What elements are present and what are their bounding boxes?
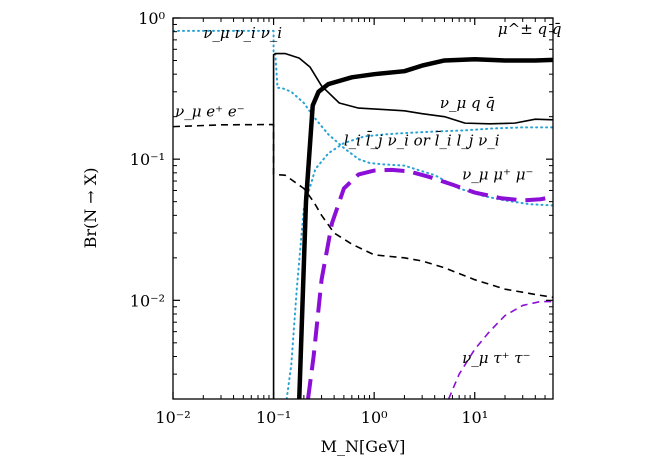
series-line-7 bbox=[447, 300, 553, 399]
series-line-1 bbox=[173, 29, 553, 207]
y-axis-title: Br(N → X) bbox=[81, 168, 100, 249]
label-lilj: l_i l̄_j ν_i or l̄_i l_j ν_i bbox=[344, 131, 500, 149]
label-numuqq: ν_μ q q̄ bbox=[440, 94, 495, 112]
series-line-5 bbox=[306, 167, 553, 399]
x-tick-label: 10⁰ bbox=[361, 408, 388, 427]
label-numunu: ν_μ ν_i ν_i bbox=[203, 24, 282, 42]
tick-layer: 10⁻² 10⁻¹ 10⁰ 10¹ 10⁻² 10⁻¹ 10⁰ bbox=[130, 9, 553, 427]
annotation-layer: ν_μ ν_i ν_i ν_μ e⁺ e⁻ μ^± q q̄ ν_μ q q̄ l_i … bbox=[175, 20, 561, 367]
y-tick-label: 10⁰ bbox=[138, 9, 165, 28]
series-layer bbox=[173, 29, 553, 399]
x-tick-label: 10⁻² bbox=[155, 408, 190, 427]
label-numuee: ν_μ e⁺ e⁻ bbox=[175, 103, 245, 121]
x-axis-title: M_N[GeV] bbox=[321, 437, 406, 456]
plot-frame bbox=[172, 17, 554, 400]
series-line-6 bbox=[297, 57, 553, 399]
label-numumumu: ν_μ μ⁺ μ⁻ bbox=[462, 165, 533, 183]
plot-background bbox=[173, 18, 553, 399]
label-muqq: μ^± q q̄ bbox=[498, 20, 562, 38]
x-tick-label: 10⁻¹ bbox=[256, 408, 291, 427]
x-tick-label: 10¹ bbox=[461, 408, 488, 427]
label-numutautau: ν_μ τ⁺ τ⁻ bbox=[462, 349, 530, 367]
y-tick-label: 10⁻¹ bbox=[130, 150, 165, 169]
series-line-3 bbox=[272, 52, 553, 399]
y-tick-label: 10⁻² bbox=[130, 291, 165, 310]
